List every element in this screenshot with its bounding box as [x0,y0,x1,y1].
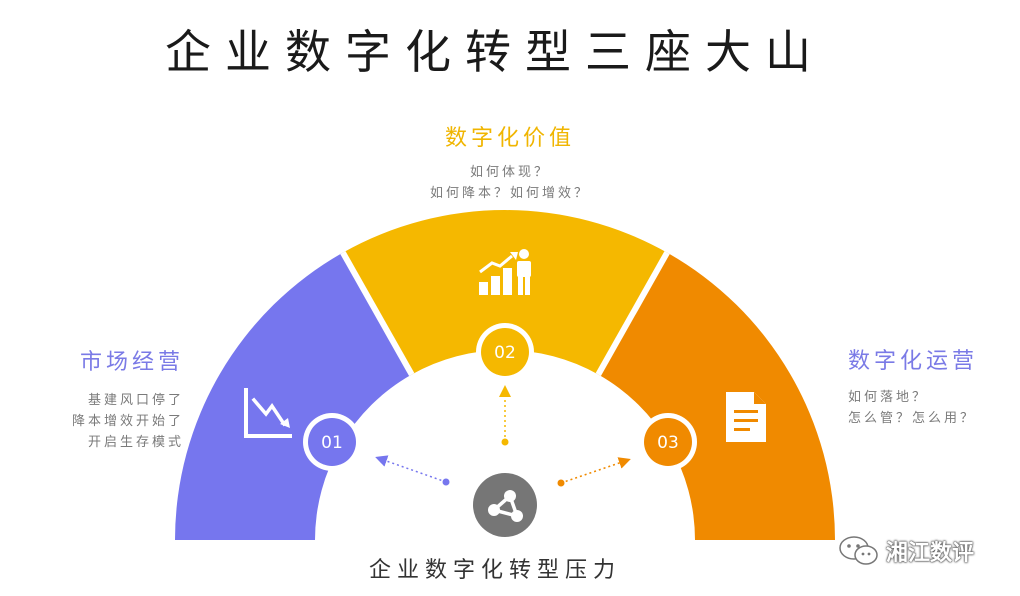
segment-left [175,252,412,540]
number-badge-01: 01 [303,413,361,471]
growth-person-icon [479,249,531,295]
arrow-dot [501,438,509,446]
badge-number: 01 [321,433,343,453]
separator [340,251,415,376]
right-section-line: 如何落地？ [848,390,929,405]
number-badge-03: 03 [639,413,697,471]
wechat-icon [839,536,878,565]
arrow-to-03 [560,457,631,484]
top-section-line: 如何降本？如何增效？ [429,186,590,201]
number-badge-02: 02 [476,323,534,381]
arrow-dot [442,478,450,486]
page-title: 企业数字化转型三座大山 [165,25,825,79]
segment-right [598,252,835,540]
top-section-line: 如何体现？ [469,165,550,180]
left-section-line: 基建风口停了 [87,393,184,408]
watermark: 湘江数评 [838,534,974,568]
arrow-to-01 [375,455,447,483]
document-icon [726,392,766,442]
left-section-line: 降本增效开始了 [71,414,184,429]
badge-number: 02 [494,343,516,363]
share-network-icon [473,473,537,537]
separator [595,251,670,376]
right-section-line: 怎么管？怎么用？ [848,411,977,426]
arrow-dot [557,479,565,487]
top-section-text: 数字化价值 如何体现？ 如何降本？如何增效？ [380,120,640,204]
left-section-line: 开启生存模式 [87,435,184,450]
right-section-text: 数字化运营 如何落地？ 怎么管？怎么用？ [848,343,1018,429]
left-section-text: 市场经营 基建风口停了 降本增效开始了 开启生存模式 [34,344,184,453]
center-label: 企业数字化转型压力 [368,558,621,583]
watermark-text: 湘江数评 [886,541,975,566]
badge-number: 03 [657,433,679,453]
chart-decline-icon [244,388,292,438]
left-section-title: 市场经营 [79,350,184,375]
right-section-title: 数字化运营 [848,349,979,374]
top-section-title: 数字化价值 [444,126,575,151]
